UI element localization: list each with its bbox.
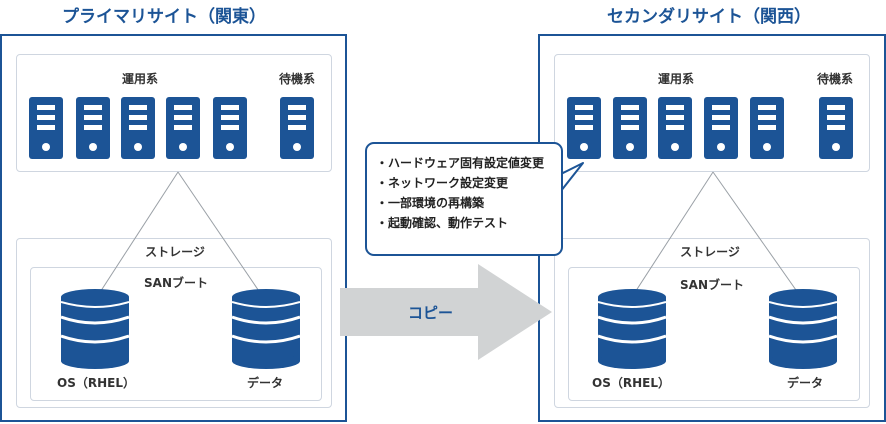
secondary-server-icon [750,97,784,159]
primary-server-icon [213,97,247,159]
callout-item: ハードウェア固有設定値変更 [376,153,561,173]
secondary-site-title: セカンダリサイト（関西） [607,7,811,27]
primary-standby-label: 待機系 [278,72,316,86]
primary-connector-lines [94,171,266,301]
primary-server-icon [121,97,155,159]
callout-box: ハードウェア固有設定値変更 ネットワーク設定変更 一部環境の再構築 起動確認、動… [365,142,563,256]
primary-os-label: OS（RHEL） [57,376,135,390]
secondary-standby-label: 待機系 [816,72,854,86]
callout-item: ネットワーク設定変更 [376,173,561,193]
primary-server-icon [76,97,110,159]
secondary-server-icon [567,97,601,159]
primary-data-label: データ [246,376,284,390]
callout-item: 一部環境の再構築 [376,193,561,213]
secondary-sanboot-label: SANブート [680,278,744,292]
copy-arrow-label: コピー [408,304,454,322]
callout-item: 起動確認、動作テスト [376,213,561,233]
callout-tail [556,162,584,197]
primary-storage-label: ストレージ [145,245,205,259]
secondary-server-icon [704,97,738,159]
secondary-server-icon [658,97,692,159]
callout-list: ハードウェア固有設定値変更 ネットワーク設定変更 一部環境の再構築 起動確認、動… [367,144,561,233]
secondary-os-label: OS（RHEL） [592,376,670,390]
secondary-storage-label: ストレージ [680,245,740,259]
primary-standby-server-icon [280,97,314,159]
secondary-standby-server-icon [819,97,853,159]
secondary-connector-lines [629,171,804,301]
secondary-active-label: 運用系 [657,72,695,86]
copy-arrow [340,264,552,360]
primary-site-title: プライマリサイト（関東） [62,7,266,27]
primary-data-database-icon [232,289,300,369]
primary-os-database-icon [61,289,129,369]
primary-server-icon [166,97,200,159]
primary-sanboot-label: SANブート [144,276,208,290]
primary-active-label: 運用系 [121,72,159,86]
secondary-data-label: データ [786,376,824,390]
secondary-server-icon [613,97,647,159]
secondary-data-database-icon [769,289,837,369]
secondary-os-database-icon [598,289,666,369]
primary-server-icon [29,97,63,159]
